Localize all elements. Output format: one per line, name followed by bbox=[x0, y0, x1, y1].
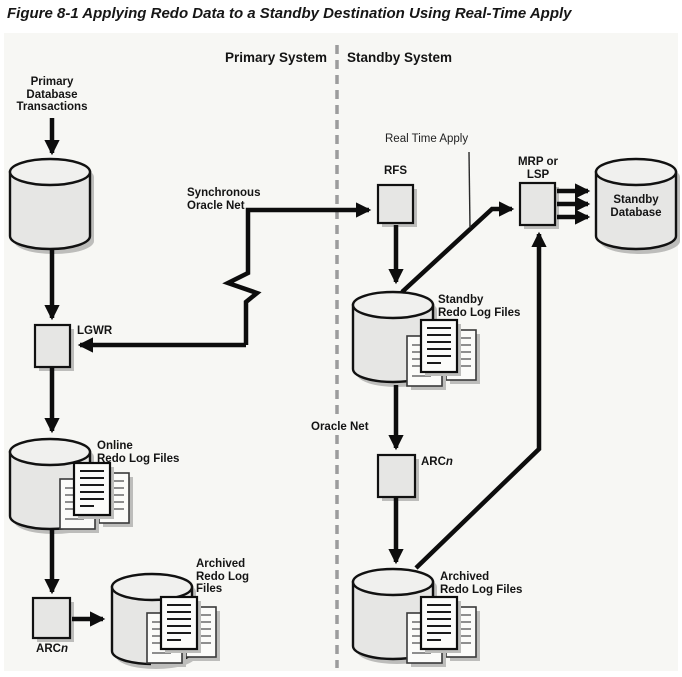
arcn-primary-label: ARCn bbox=[36, 643, 68, 655]
standby-database-label: Standby Database bbox=[610, 194, 662, 219]
figure-background bbox=[4, 33, 678, 671]
rfs-label: RFS bbox=[384, 165, 407, 177]
online-redo-log-files-label: Online Redo Log Files bbox=[97, 440, 180, 465]
figure-title: Figure 8-1 Applying Redo Data to a Stand… bbox=[7, 5, 572, 22]
primary-database-transactions-label: Primary Database Transactions bbox=[16, 76, 88, 113]
mrp-lsp-box bbox=[518, 181, 559, 229]
lgwr-label: LGWR bbox=[77, 325, 113, 337]
rfs-box bbox=[376, 183, 417, 227]
arcn-standby-box bbox=[376, 453, 419, 501]
arcn-primary-box bbox=[31, 596, 74, 642]
arrow-archived-standby-to-mrp bbox=[414, 231, 547, 570]
archived-redo-log-files-primary-label: Archived Redo Log Files bbox=[196, 558, 250, 595]
arrow-synchronous-net-zigzag-to-rfs bbox=[222, 202, 372, 345]
standby-redo-log-files-label: Standby Redo Log Files bbox=[438, 294, 521, 319]
synchronous-oracle-net-label: Synchronous Oracle Net bbox=[187, 187, 261, 212]
lgwr-box bbox=[33, 323, 74, 371]
oracle-net-label: Oracle Net bbox=[308, 420, 372, 435]
arcn-standby-label: ARCn bbox=[421, 456, 453, 468]
primary-database-cylinder bbox=[8, 157, 96, 254]
arrow-standby-redo-to-mrp bbox=[400, 201, 515, 294]
real-time-apply-label: Real Time Apply bbox=[385, 133, 469, 145]
real-time-apply-leader-line bbox=[468, 151, 471, 229]
primary-system-header: Primary System bbox=[224, 50, 327, 65]
mrp-lsp-label: MRP or LSP bbox=[517, 156, 559, 181]
archived-redo-log-files-standby-label: Archived Redo Log Files bbox=[440, 571, 523, 596]
standby-system-header: Standby System bbox=[347, 50, 453, 65]
